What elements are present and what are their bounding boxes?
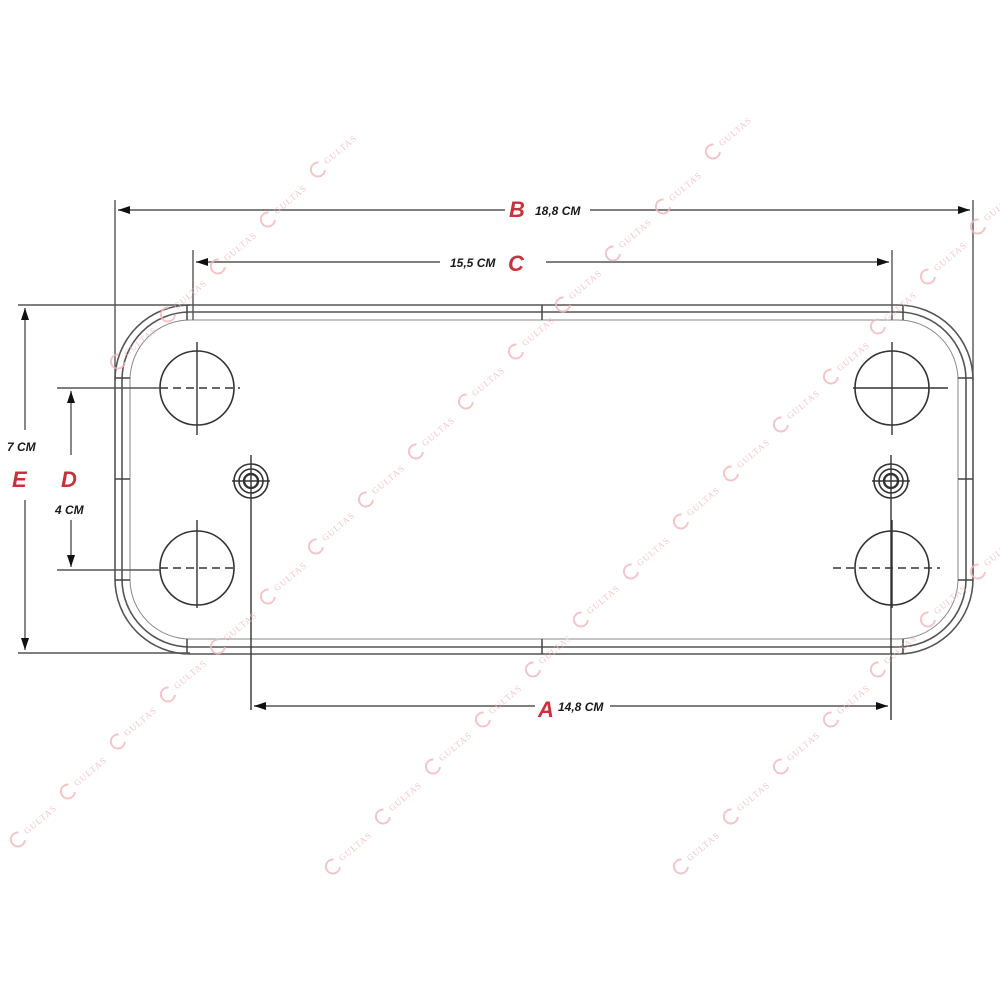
dimension-letter-e: E: [12, 467, 27, 492]
dimension-letter-d: D: [61, 467, 77, 492]
dimension-value-c: 15,5 CM: [450, 256, 496, 270]
dimension-letter-a: A: [538, 697, 554, 722]
dimension-value-b: 18,8 CM: [535, 204, 581, 218]
dimension-value-d: 4 CM: [55, 503, 84, 517]
dimension-value-e: 7 CM: [7, 440, 36, 454]
dimension-letter-b: B: [509, 197, 525, 222]
dimension-value-a: 14,8 CM: [558, 700, 604, 714]
dimension-letter-c: C: [508, 251, 524, 276]
